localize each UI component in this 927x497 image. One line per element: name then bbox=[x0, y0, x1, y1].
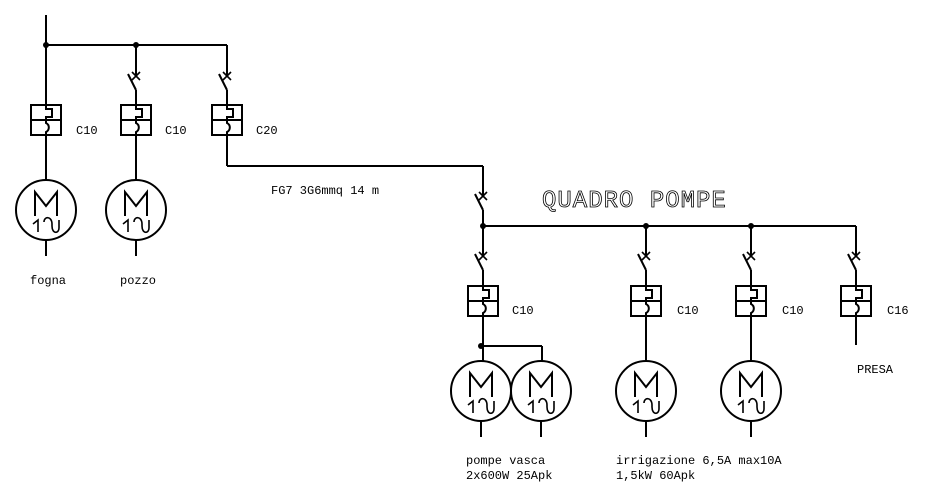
breaker-icon bbox=[630, 285, 662, 317]
breaker-rating-presa: C16 bbox=[887, 304, 909, 318]
motor-icon bbox=[450, 360, 512, 422]
motor-icon bbox=[615, 360, 677, 422]
cable-label: FG7 3G6mmq 14 m bbox=[271, 184, 379, 198]
motor-icon bbox=[510, 360, 572, 422]
branch-irrigazione bbox=[615, 226, 677, 437]
breaker-rating-feeder: C20 bbox=[256, 124, 278, 138]
branch-pompe-vasca bbox=[450, 226, 572, 437]
load-label-pompe-vasca-line1: pompe vasca bbox=[466, 454, 545, 468]
breaker-icon bbox=[840, 285, 872, 317]
switch-icon bbox=[474, 191, 488, 222]
switch-icon bbox=[847, 251, 861, 282]
branch-pozzo bbox=[105, 45, 167, 256]
branch-feeder bbox=[211, 45, 484, 196]
load-label-irrigazione-line1: irrigazione 6,5A max10A bbox=[616, 454, 782, 468]
breaker-icon bbox=[211, 104, 243, 136]
supply-line bbox=[43, 15, 227, 48]
switch-icon bbox=[127, 71, 141, 102]
load-label-pompe-vasca-line2: 2x600W 25Apk bbox=[466, 469, 552, 483]
breaker-rating-spare-motor: C10 bbox=[782, 304, 804, 318]
breaker-icon bbox=[30, 104, 62, 136]
switch-icon bbox=[218, 71, 232, 102]
breaker-icon bbox=[735, 285, 767, 317]
breaker-rating-pozzo: C10 bbox=[165, 124, 187, 138]
motor-icon bbox=[15, 179, 77, 241]
motor-icon bbox=[105, 179, 167, 241]
breaker-rating-irrigazione: C10 bbox=[677, 304, 699, 318]
panel-title: QUADRO POMPE bbox=[542, 188, 727, 215]
branch-fogna bbox=[15, 45, 77, 256]
switch-icon bbox=[474, 251, 488, 282]
main-switch bbox=[474, 191, 488, 226]
branch-spare-motor bbox=[720, 226, 782, 437]
distribution-bus bbox=[480, 223, 856, 229]
motor-icon bbox=[720, 360, 782, 422]
breaker-icon bbox=[467, 285, 499, 317]
load-label-fogna: fogna bbox=[30, 274, 66, 288]
load-label-presa: PRESA bbox=[857, 363, 894, 377]
load-label-irrigazione-line2: 1,5kW 60Apk bbox=[616, 469, 695, 483]
load-label-pozzo: pozzo bbox=[120, 274, 156, 288]
switch-icon bbox=[637, 251, 651, 282]
breaker-icon bbox=[120, 104, 152, 136]
switch-icon bbox=[742, 251, 756, 282]
branch-presa bbox=[840, 226, 872, 345]
breaker-rating-fogna: C10 bbox=[76, 124, 98, 138]
breaker-rating-pompe-vasca: C10 bbox=[512, 304, 534, 318]
